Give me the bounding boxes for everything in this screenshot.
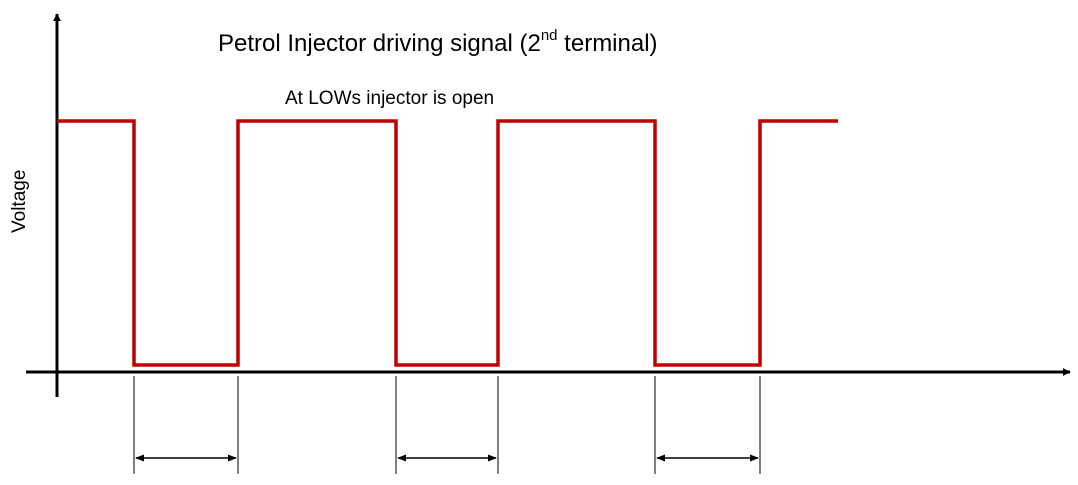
title-superscript: nd (541, 27, 558, 44)
title-suffix: terminal) (558, 30, 658, 57)
low-period-markers (133, 376, 761, 474)
diagram-title: Petrol Injector driving signal (2nd term… (218, 27, 658, 57)
low-annotation: At LOWs injector is open (285, 88, 494, 109)
signal-waveform (57, 119, 838, 367)
y-axis-label: Voltage (9, 170, 30, 233)
title-main: Petrol Injector driving signal (2 (218, 30, 541, 57)
